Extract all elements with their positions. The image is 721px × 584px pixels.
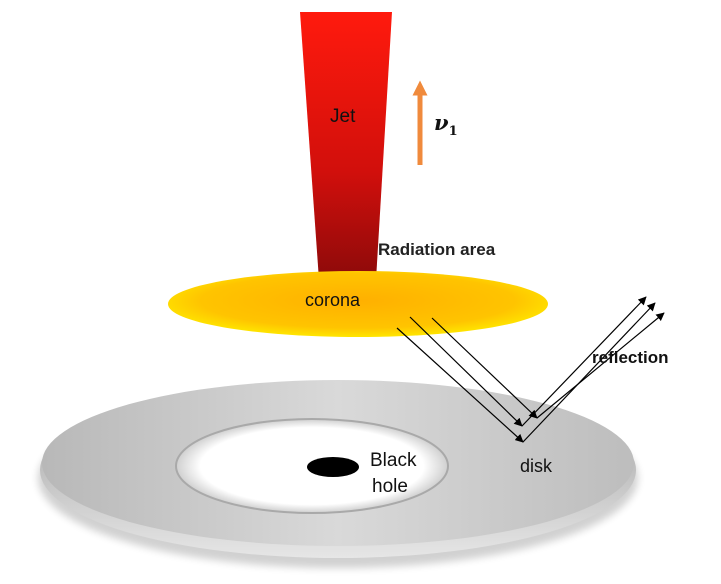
black-hole	[307, 457, 359, 477]
black-hole-label-line1: Black	[370, 450, 417, 471]
jet-beam	[300, 12, 392, 280]
incident-ray	[409, 316, 523, 427]
velocity-subscript: 1	[449, 124, 458, 139]
disk-label: disk	[520, 456, 553, 476]
velocity-symbol: ν	[434, 110, 449, 135]
jet-label: Jet	[330, 106, 356, 127]
radiation-area-label: Radiation area	[378, 240, 496, 259]
incident-rays	[396, 316, 538, 443]
reflected-rays	[521, 296, 665, 443]
reflected-ray	[522, 302, 656, 443]
corona-label: corona	[305, 290, 361, 310]
velocity-label: ν1	[434, 110, 458, 139]
corona	[168, 271, 548, 337]
reflection-label: reflection	[592, 348, 669, 367]
black-hole-label-line2: hole	[372, 476, 408, 497]
reflected-ray	[521, 296, 647, 427]
incident-ray	[396, 327, 524, 443]
reflected-ray	[536, 312, 665, 419]
incident-ray	[431, 317, 538, 419]
